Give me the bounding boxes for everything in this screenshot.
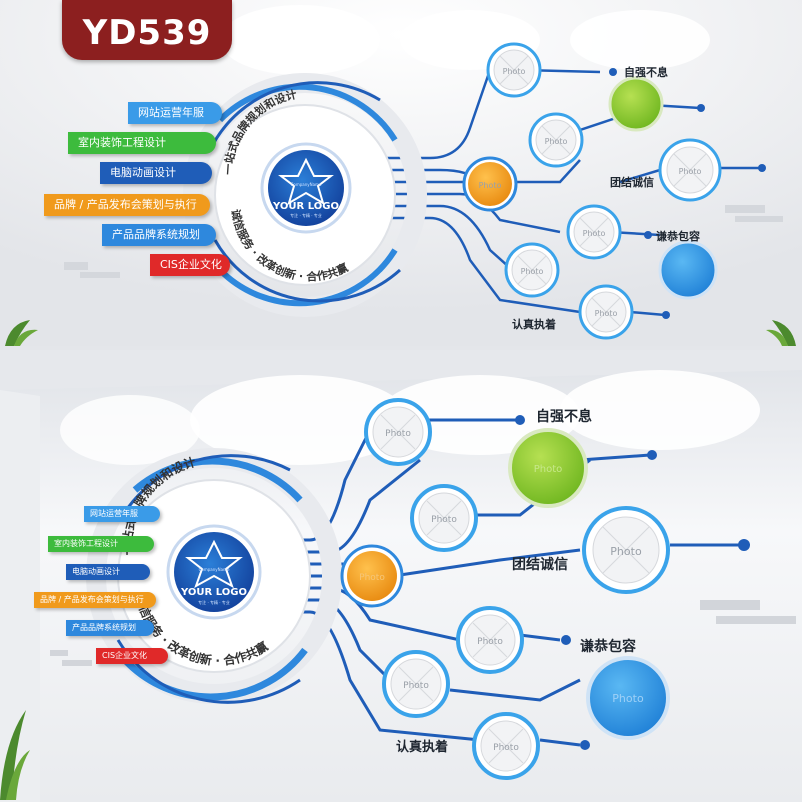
svg-text:Photo: Photo: [583, 229, 606, 238]
svg-text:Photo: Photo: [431, 515, 457, 525]
service-banner: 电脑动画设计: [66, 564, 150, 580]
photo-frame: Photo: [528, 112, 584, 168]
svg-text:Photo: Photo: [610, 545, 642, 558]
logo-slogan: 专注 · 专精 · 专业: [290, 212, 322, 218]
service-banner: CIS企业文化: [96, 648, 168, 664]
green-accent-circle: Photo: [508, 428, 588, 508]
photo-frame: Photo: [410, 484, 478, 552]
svg-text:Photo: Photo: [612, 692, 644, 705]
logo-disc: [268, 150, 344, 226]
value-label: 认真执着: [512, 318, 556, 331]
svg-text:Photo: Photo: [479, 181, 502, 190]
logo-company: CompanyName: [291, 182, 322, 187]
svg-text:Photo: Photo: [503, 67, 526, 76]
photo-frame: Photo: [578, 284, 634, 340]
svg-text:Photo: Photo: [545, 137, 568, 146]
svg-text:Photo: Photo: [679, 167, 702, 176]
top-wall-graphic: 一站式品牌规划和设计 诚信服务 · 改革创新 · 合作共赢 CompanyNam…: [0, 0, 802, 346]
svg-text:Photo: Photo: [403, 681, 429, 691]
svg-text:Photo: Photo: [493, 743, 519, 753]
value-label: 自强不息: [624, 66, 668, 79]
blue-accent-circle: [658, 240, 718, 300]
photo-frame: Photo: [504, 242, 560, 298]
value-label: 谦恭包容: [656, 230, 700, 243]
star-logo-icon: [185, 539, 243, 589]
service-banner: 品牌 / 产品发布会策划与执行: [44, 194, 210, 216]
photo-frame: Photo: [456, 606, 524, 674]
green-accent-circle: [608, 76, 664, 132]
photo-frame: Photo: [658, 138, 722, 202]
photo-frame: Photo: [472, 712, 540, 780]
service-banner: 品牌 / 产品发布会策划与执行: [34, 592, 156, 608]
service-banner: 网站运营年服: [84, 506, 160, 522]
product-code-badge: YD539: [62, 0, 232, 60]
hub-orange-circle: [468, 162, 512, 206]
photo-frame: Photo: [364, 398, 432, 466]
plant-decoration: [0, 710, 30, 800]
bottom-wall-graphic: 一站式品牌规划和设计 诚信服务 · 改革创新 · 合作共赢 CompanyNam…: [0, 350, 802, 802]
perspective-view-panel: 一站式品牌规划和设计 诚信服务 · 改革创新 · 合作共赢 CompanyNam…: [0, 350, 802, 802]
panel-divider: [0, 346, 802, 350]
top-view-panel: 一站式品牌规划和设计 诚信服务 · 改革创新 · 合作共赢 CompanyNam…: [0, 0, 802, 346]
logo-company: CompanyName: [199, 567, 230, 572]
photo-frame: Photo: [382, 650, 450, 718]
service-banner: 网站运营年服: [128, 102, 222, 124]
photo-frame: Photo: [566, 204, 622, 260]
photo-circles: Photo Photo Photo Photo: [364, 398, 670, 780]
value-label: 认真执着: [396, 740, 449, 755]
value-label: 团结诚信: [512, 557, 568, 573]
blue-accent-circle: Photo: [586, 656, 670, 740]
service-banner: 产品品牌系统规划: [102, 224, 216, 246]
svg-text:Photo: Photo: [595, 309, 618, 318]
service-banner: 产品品牌系统规划: [66, 620, 154, 636]
photo-frame: Photo: [582, 506, 670, 594]
logo-name: YOUR LOGO: [272, 201, 339, 212]
plant-decoration: [5, 320, 38, 346]
svg-text:Photo: Photo: [385, 429, 411, 439]
photo-frame: Photo: [486, 42, 542, 98]
service-banner: 电脑动画设计: [100, 162, 212, 184]
svg-text:Photo: Photo: [521, 267, 544, 276]
logo-name: YOUR LOGO: [180, 587, 247, 598]
value-label: 谦恭包容: [580, 639, 636, 655]
plant-decoration: [766, 320, 796, 346]
logo-slogan: 专注 · 专精 · 专业: [198, 599, 230, 605]
value-label: 团结诚信: [610, 176, 654, 189]
service-banner: 室内装饰工程设计: [48, 536, 154, 552]
service-banner: 室内装饰工程设计: [68, 132, 216, 154]
value-label: 自强不息: [536, 409, 592, 425]
logo-disc: [174, 532, 254, 612]
hub-orange-circle: [347, 551, 397, 601]
svg-text:Photo: Photo: [359, 573, 385, 583]
svg-text:Photo: Photo: [477, 637, 503, 647]
service-banner: CIS企业文化: [150, 254, 230, 276]
star-logo-icon: [278, 157, 334, 206]
photo-circles: Photo Photo Photo Photo: [486, 42, 722, 340]
svg-text:Photo: Photo: [534, 464, 563, 475]
